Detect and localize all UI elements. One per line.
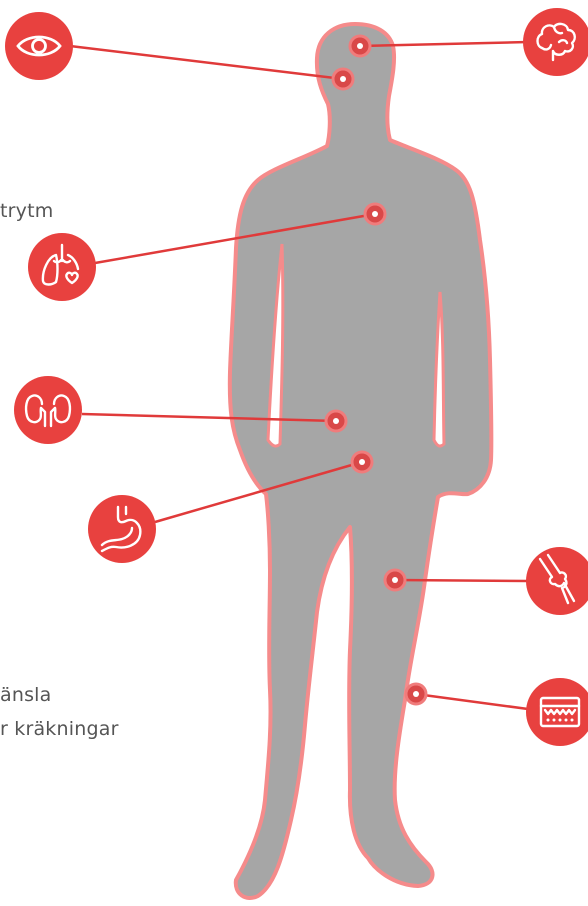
connector-joints <box>394 578 529 583</box>
connector-skin <box>415 692 529 711</box>
connector-eye <box>69 44 344 81</box>
lungs-heart-icon <box>28 233 96 301</box>
dot-skin-center <box>413 691 419 697</box>
dot-brain-center <box>357 43 363 49</box>
joint-icon <box>526 547 588 615</box>
connector-stomach <box>154 460 363 524</box>
kidneys-icon <box>14 376 82 444</box>
dot-stomach-center <box>359 459 365 465</box>
symptom-text-vomiting: r kräkningar <box>0 718 119 740</box>
skin-icon <box>526 678 588 746</box>
brain-icon <box>523 8 588 76</box>
dot-heart-center <box>372 211 378 217</box>
symptom-text-sensation: änsla <box>0 684 52 706</box>
right-arm-gap <box>432 291 446 448</box>
dot-kidneys-center <box>333 418 339 424</box>
connector-lines <box>69 40 529 711</box>
left-arm-gap <box>266 243 285 448</box>
organ-dots <box>324 34 428 706</box>
stomach-icon <box>88 495 156 563</box>
connector-brain <box>359 40 529 48</box>
connector-kidneys <box>81 412 337 423</box>
dot-joints-center <box>392 577 398 583</box>
symptom-text-heart-rhythm: trytm <box>0 200 54 222</box>
eye-icon <box>5 12 73 80</box>
dot-eye-center <box>340 76 346 82</box>
connector-lungs-heart <box>94 212 376 265</box>
